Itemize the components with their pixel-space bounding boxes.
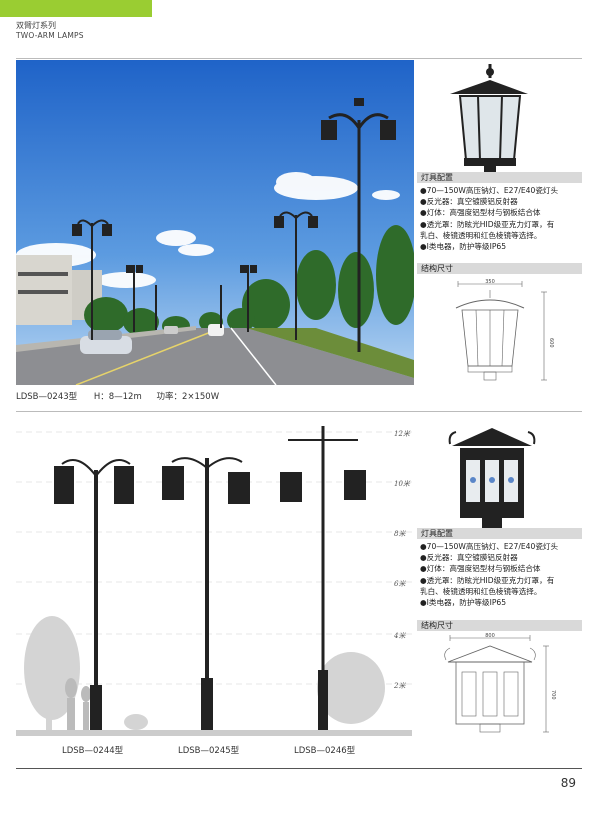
model-0245: LDSB—0245型 <box>178 746 240 756</box>
footer-divider <box>16 768 582 769</box>
spec-item: 乳白、棱镜透明和红色棱镜等选择。 <box>420 230 542 240</box>
scale-6m: 6米 <box>394 580 406 588</box>
spec-item: ●灯体：高强度铝型材与钢板结合体 <box>420 208 541 218</box>
spec-item: ●反光器：真空镀膜铝反射器 <box>420 553 518 563</box>
model-line-top: LDSB—0243型 H：8—12m 功率：2×150W <box>16 390 219 402</box>
page-number: 89 <box>560 776 576 790</box>
scale-10m: 10米 <box>394 480 411 488</box>
dim-height-top: 600 <box>548 338 554 348</box>
header-accent-tab <box>0 0 152 17</box>
config-title-bottom: 灯具配置 <box>417 528 582 539</box>
dims-title-bottom: 结构尺寸 <box>417 620 582 631</box>
top-divider <box>16 58 582 59</box>
spec-item: ●I类电器，防护等级IP65 <box>420 598 507 608</box>
scale-12m: 12米 <box>394 430 411 438</box>
scale-2m: 2米 <box>393 682 406 690</box>
lamp-lineup-illustration: 12米 10米 8米 6米 4米 2米 <box>16 426 412 736</box>
lamp-0243-dimension-drawing: 350 600 <box>455 279 554 381</box>
street-photo <box>16 60 414 385</box>
spec-item: ●透光罩：防眩光HID级亚克力灯罩，有 <box>420 219 555 229</box>
mid-divider <box>16 411 582 412</box>
spec-item: ●灯体：高强度铝型材与钢板结合体 <box>420 564 541 574</box>
spec-item: ●I类电器，防护等级IP65 <box>420 242 507 252</box>
scale-4m: 4米 <box>393 632 406 640</box>
scale-8m: 8米 <box>394 530 406 538</box>
dim-width-top: 350 <box>485 279 495 285</box>
spec-list-bottom: ●70—150W高压钠灯、E27/E40瓷灯头 ●反光器：真空镀膜铝反射器 ●灯… <box>420 541 585 608</box>
power-spec: 功率：2×150W <box>156 392 220 402</box>
spec-item: ●70—150W高压钠灯、E27/E40瓷灯头 <box>420 542 559 551</box>
spec-item: ●反光器：真空镀膜铝反射器 <box>420 197 518 207</box>
series-title-cn: 双臂灯系列 <box>16 21 56 30</box>
lamp-0243-product-icon <box>450 64 528 174</box>
config-title-top: 灯具配置 <box>417 172 582 183</box>
spec-list-top: ●70—150W高压钠灯、E27/E40瓷灯头 ●反光器：真空镀膜铝反射器 ●灯… <box>420 185 585 252</box>
height-spec: H：8—12m <box>93 392 142 402</box>
model-0244: LDSB—0244型 <box>62 746 124 756</box>
dim-height-bottom: 700 <box>550 690 556 700</box>
series-title-en: TWO-ARM LAMPS <box>16 31 84 40</box>
dims-title-top: 结构尺寸 <box>417 263 582 274</box>
lamp-0246-product-icon <box>448 428 536 528</box>
model-0246: LDSB—0246型 <box>294 746 356 756</box>
lamp-0246-dimension-drawing: 800 700 <box>444 633 556 733</box>
spec-item: ●透光罩：防眩光HID级亚克力灯罩，有 <box>420 575 555 585</box>
model-0243: LDSB—0243型 <box>16 392 78 402</box>
spec-item: 乳白、棱镜透明和红色棱镜等选择。 <box>420 586 542 596</box>
spec-item: ●70—150W高压钠灯、E27/E40瓷灯头 <box>420 186 559 195</box>
dim-width-bottom: 800 <box>485 633 495 639</box>
